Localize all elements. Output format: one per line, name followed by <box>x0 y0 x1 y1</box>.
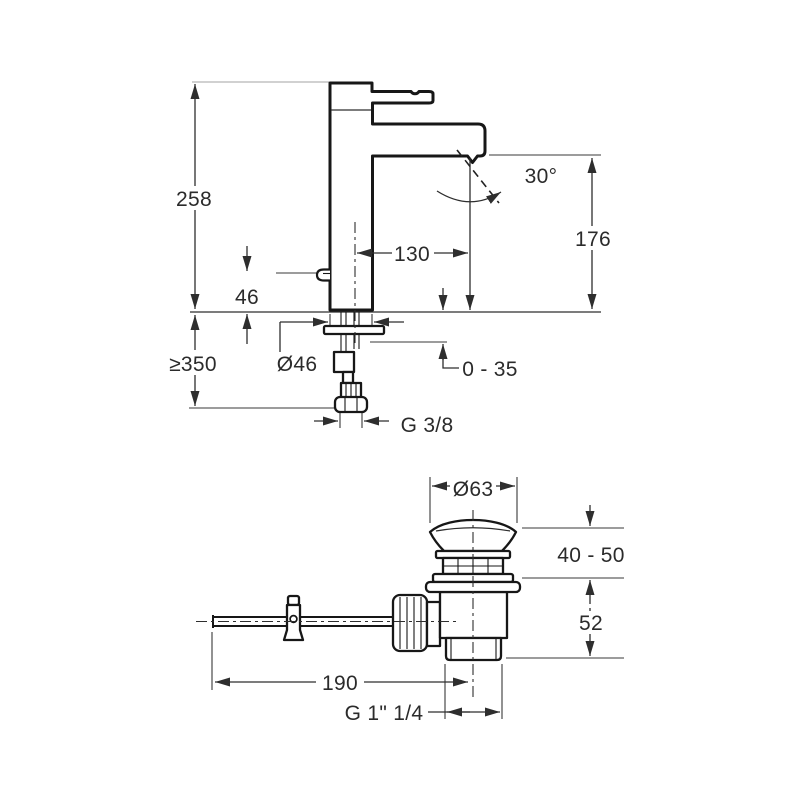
dim-supply-thread: G 3/8 <box>401 414 454 437</box>
dim-overall-height: 258 <box>176 188 212 211</box>
centerlines <box>196 222 474 697</box>
dim-plug-diameter: Ø63 <box>453 478 494 501</box>
dim-spout-reach: 130 <box>394 243 430 266</box>
dim-body-height: 52 <box>579 612 603 635</box>
rod-clamp <box>282 594 305 642</box>
dim-deck-thickness: 0 - 35 <box>462 358 518 381</box>
hose-neck <box>341 370 355 385</box>
braided-hose <box>339 381 363 400</box>
supply-valve-block <box>332 350 356 374</box>
pull-rod-knob <box>315 268 330 282</box>
dim-min-clearance: ≥350 <box>169 353 217 376</box>
dimension-lines <box>190 84 597 717</box>
g38-hex-nut <box>333 395 369 414</box>
dim-spout-angle: 30° <box>525 165 558 188</box>
dim-rod-length: 190 <box>322 672 358 695</box>
dim-clamp-range: 40 - 50 <box>557 544 624 567</box>
mounting-flange <box>322 324 386 336</box>
compression-nut <box>391 593 429 653</box>
dim-knob-height: 46 <box>235 286 259 309</box>
dim-spout-height: 176 <box>575 228 611 251</box>
reference-lines <box>189 81 624 719</box>
dim-outlet-thread: G 1" 1/4 <box>345 702 424 725</box>
drain-view <box>212 518 522 662</box>
faucet-body <box>328 81 487 312</box>
side-inlet-socket <box>425 600 442 648</box>
dim-base-diameter: Ø46 <box>277 353 318 376</box>
dimension-labels: 258 46 30° 176 130 Ø46 ≥350 0 - 35 G 3/8… <box>165 165 624 725</box>
